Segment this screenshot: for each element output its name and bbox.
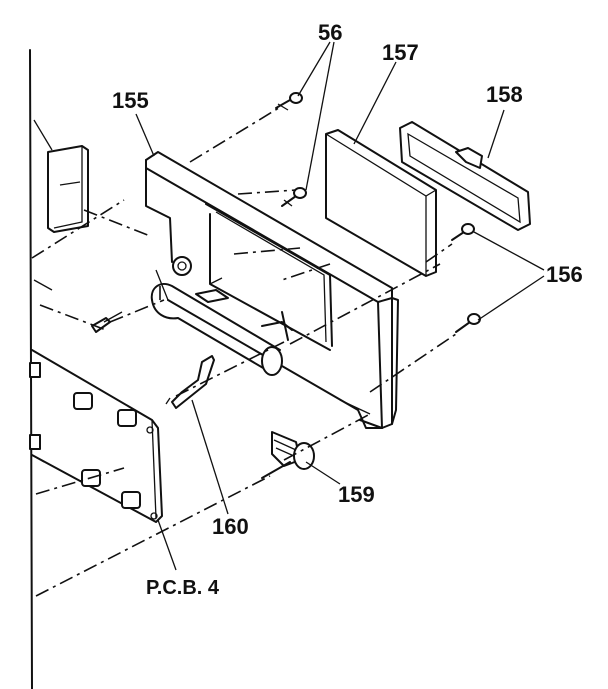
callout-160: 160 bbox=[212, 514, 249, 539]
screw-156-upper bbox=[451, 223, 475, 241]
pcb-board bbox=[29, 349, 163, 523]
pcb-component bbox=[121, 491, 141, 509]
screw-156-lower bbox=[455, 313, 481, 333]
callout-155: 155 bbox=[112, 88, 149, 113]
panel-157 bbox=[325, 129, 437, 277]
pcb-component bbox=[117, 409, 137, 427]
cover-158 bbox=[399, 121, 531, 231]
callout-158: 158 bbox=[486, 82, 523, 107]
assembly-lines bbox=[31, 105, 457, 597]
callout-pcb-4: P.C.B. 4 bbox=[146, 577, 220, 599]
screw-56-middle bbox=[281, 187, 307, 207]
pcb-component bbox=[29, 362, 41, 378]
side-bracket bbox=[47, 145, 89, 233]
leader-lines bbox=[135, 41, 545, 571]
callout-157: 157 bbox=[382, 40, 419, 65]
callout-159: 159 bbox=[338, 482, 375, 507]
callout-156: 156 bbox=[546, 262, 583, 287]
pcb-component bbox=[29, 434, 41, 450]
callout-56: 56 bbox=[318, 20, 342, 45]
lever-160 bbox=[165, 355, 215, 409]
screw-left bbox=[91, 311, 123, 333]
knob-159 bbox=[261, 431, 315, 479]
pcb-component bbox=[73, 392, 93, 410]
